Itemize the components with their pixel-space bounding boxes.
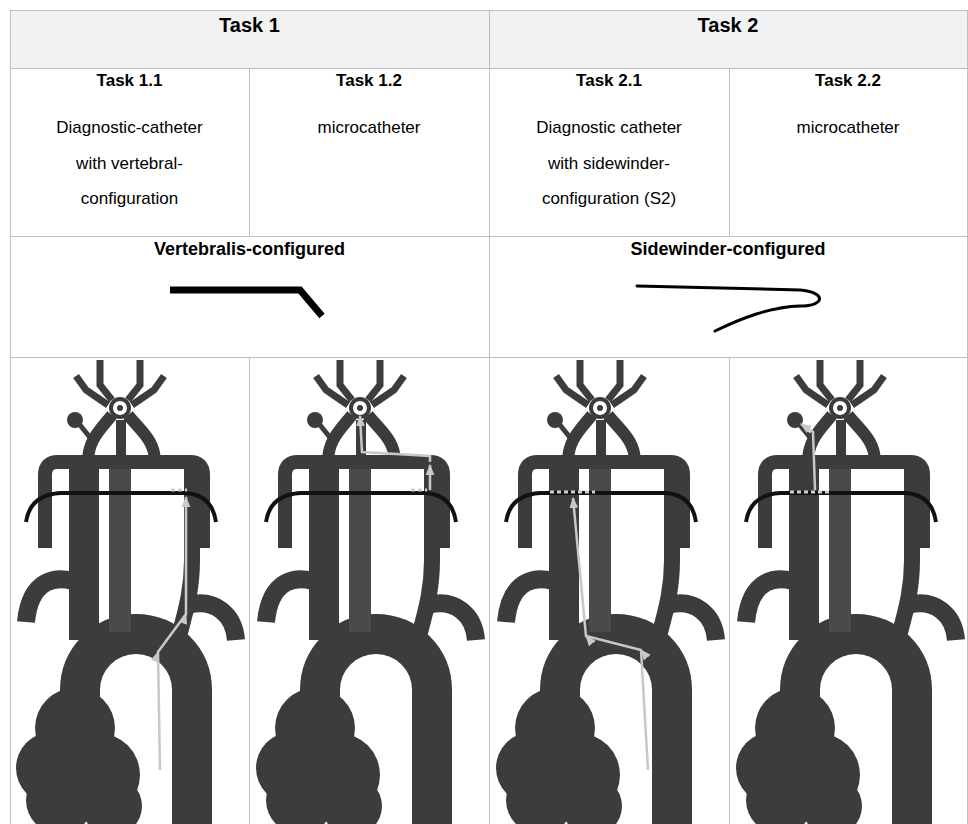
cell-text: microcatheter xyxy=(249,110,489,146)
vertebral-catheter-shape xyxy=(170,290,322,316)
header-band xyxy=(10,10,967,68)
route-arrows xyxy=(158,416,815,770)
subtask-heading: Task 1.1 xyxy=(10,69,249,93)
route-arrow xyxy=(573,498,648,770)
vessel-model xyxy=(496,360,716,824)
target-marker xyxy=(411,489,427,492)
vessel-model xyxy=(256,360,476,824)
sidewinder-catheter-shape xyxy=(637,286,820,331)
vessel-model xyxy=(736,360,956,824)
cell-text: Diagnostic-catheter with vertebral- conf… xyxy=(40,110,220,217)
target-marker xyxy=(550,491,595,494)
table-grid xyxy=(10,10,968,824)
route-arrow xyxy=(801,424,815,490)
vessel-illustrations xyxy=(16,360,956,824)
route-arrow xyxy=(429,465,432,490)
header-cell: Task 1 xyxy=(10,13,489,37)
header-cell: Task 2 xyxy=(489,13,967,37)
catheter-shapes xyxy=(170,286,820,331)
target-markers xyxy=(171,490,830,492)
subtask-heading: Task 2.2 xyxy=(729,69,967,93)
target-marker xyxy=(171,489,187,492)
config-label: Sidewinder-configured xyxy=(489,237,967,261)
subtask-heading: Task 1.2 xyxy=(249,69,489,93)
cell-text: Diagnostic catheter with sidewinder- con… xyxy=(519,110,699,217)
subtask-heading: Task 2.1 xyxy=(489,69,729,93)
route-arrow xyxy=(360,416,430,462)
vessel-model xyxy=(16,360,236,824)
target-marker xyxy=(790,491,830,494)
route-arrow xyxy=(158,497,186,770)
config-label: Vertebralis-configured xyxy=(10,237,489,261)
cell-text: microcatheter xyxy=(729,110,967,146)
